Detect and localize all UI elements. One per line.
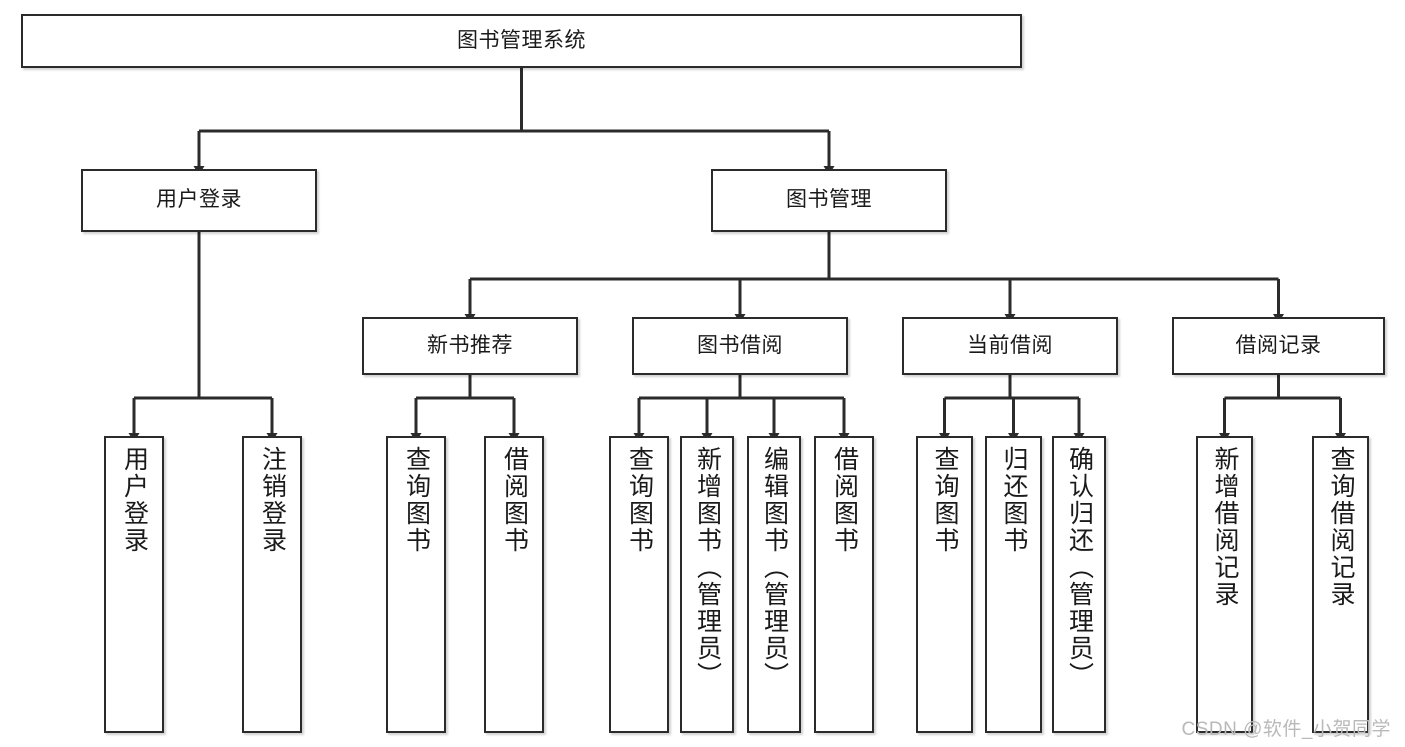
node-label: 查询图书 xyxy=(625,446,654,554)
node-label: 借阅图书 xyxy=(500,446,529,554)
node-label: 图书借阅 xyxy=(697,333,783,357)
node-label: 图书管理系统 xyxy=(457,28,586,52)
node-new-book-rec[interactable]: 新书推荐 xyxy=(362,317,578,375)
node-leaf-6[interactable]: 新增图书（管理员） xyxy=(680,436,734,733)
node-label: 借阅图书 xyxy=(830,446,859,554)
node-leaf-2[interactable]: 注销登录 xyxy=(242,436,302,733)
node-root[interactable]: 图书管理系统 xyxy=(21,14,1022,68)
node-leaf-11[interactable]: 确认归还（管理员） xyxy=(1052,436,1106,733)
node-label: 图书管理 xyxy=(786,188,872,212)
node-label: 用户登录 xyxy=(120,446,149,554)
node-user-login[interactable]: 用户登录 xyxy=(81,169,317,232)
node-label: 查询图书 xyxy=(402,446,431,554)
node-borrow-record[interactable]: 借阅记录 xyxy=(1172,317,1385,375)
node-label: 编辑图书（管理员） xyxy=(760,446,789,689)
node-book-borrow[interactable]: 图书借阅 xyxy=(632,317,848,375)
node-leaf-3[interactable]: 查询图书 xyxy=(386,436,446,733)
node-label: 新书推荐 xyxy=(427,333,513,357)
node-label: 确认归还（管理员） xyxy=(1065,446,1094,689)
node-label: 查询借阅记录 xyxy=(1327,446,1355,608)
node-leaf-10[interactable]: 归还图书 xyxy=(985,436,1042,733)
node-leaf-9[interactable]: 查询图书 xyxy=(916,436,973,733)
node-leaf-4[interactable]: 借阅图书 xyxy=(484,436,544,733)
node-label: 注销登录 xyxy=(258,446,287,554)
node-label: 查询图书 xyxy=(931,446,959,554)
node-current-borrow[interactable]: 当前借阅 xyxy=(902,317,1118,375)
node-book-manage[interactable]: 图书管理 xyxy=(711,169,947,232)
node-leaf-8[interactable]: 借阅图书 xyxy=(814,436,874,733)
node-label: 新增图书（管理员） xyxy=(693,446,722,689)
node-leaf-5[interactable]: 查询图书 xyxy=(609,436,669,733)
node-label: 借阅记录 xyxy=(1235,333,1322,357)
node-leaf-1[interactable]: 用户登录 xyxy=(104,436,164,733)
node-leaf-12[interactable]: 新增借阅记录 xyxy=(1196,436,1253,733)
node-leaf-7[interactable]: 编辑图书（管理员） xyxy=(747,436,801,733)
node-leaf-13[interactable]: 查询借阅记录 xyxy=(1312,436,1369,733)
node-label: 归还图书 xyxy=(1000,446,1028,554)
node-label: 用户登录 xyxy=(156,188,242,212)
node-label: 新增借阅记录 xyxy=(1211,446,1239,608)
node-label: 当前借阅 xyxy=(967,333,1053,357)
